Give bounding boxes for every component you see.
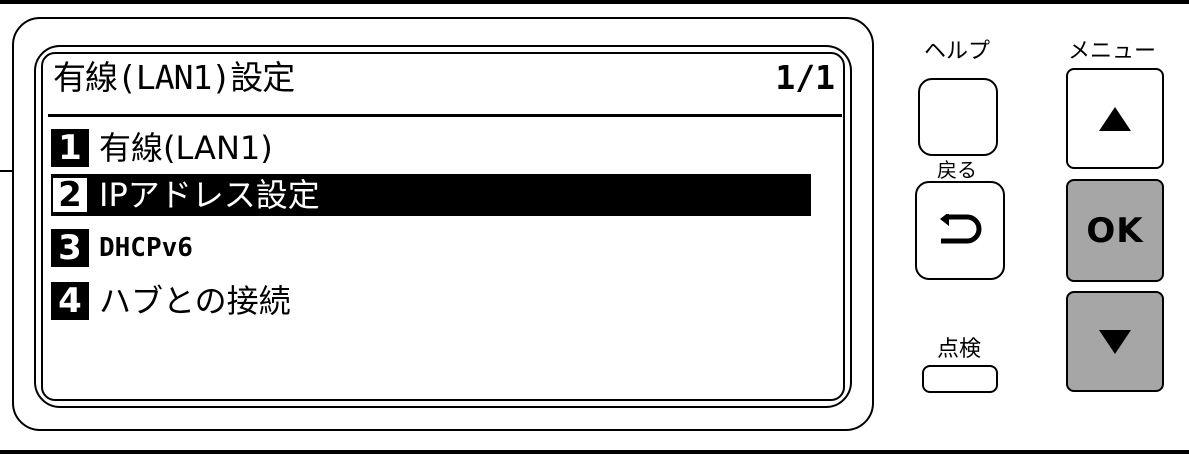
menu-item-wired-lan1[interactable]: 1 有線(LAN1) xyxy=(51,127,273,169)
top-border xyxy=(0,0,1189,4)
screen-title: 有線(LAN1)設定 xyxy=(53,58,295,97)
back-button[interactable] xyxy=(915,181,1005,280)
title-divider xyxy=(48,114,842,117)
page-indicator: 1/1 xyxy=(775,58,835,97)
menu-item-label: 有線(LAN1) xyxy=(99,129,273,167)
menu-item-hub-connection[interactable]: 4 ハブとの接続 xyxy=(51,280,291,322)
bottom-border xyxy=(0,450,1189,454)
lcd-bezel xyxy=(12,17,874,431)
up-button[interactable] xyxy=(1066,68,1164,169)
ok-button[interactable]: OK xyxy=(1066,179,1164,282)
menu-item-label: ハブとの接続 xyxy=(99,282,291,320)
up-triangle-icon xyxy=(1099,106,1131,131)
menu-item-label: DHCPv6 xyxy=(99,233,193,263)
menu-item-number: 4 xyxy=(51,282,89,320)
down-button[interactable] xyxy=(1066,291,1164,392)
menu-item-number: 1 xyxy=(51,129,89,167)
side-tick xyxy=(0,170,14,172)
menu-item-number: 3 xyxy=(51,229,89,267)
lcd-screen-frame xyxy=(34,45,852,408)
help-button[interactable] xyxy=(918,78,998,156)
lcd-screen xyxy=(41,52,845,401)
back-arrow-icon xyxy=(940,213,982,243)
back-caption: 戻る xyxy=(937,158,977,182)
menu-item-number: 2 xyxy=(53,178,87,212)
menu-item-dhcpv6[interactable]: 3 DHCPv6 xyxy=(51,227,193,269)
check-button[interactable] xyxy=(922,365,998,393)
down-triangle-icon xyxy=(1099,329,1131,354)
check-caption: 点検 xyxy=(936,337,981,362)
menu-item-label: IPアドレス設定 xyxy=(99,176,320,214)
help-caption: ヘルプ xyxy=(923,39,990,64)
menu-caption: メニュー xyxy=(1067,39,1156,64)
menu-item-ip-address-settings[interactable]: 2 IPアドレス設定 xyxy=(51,174,811,216)
ok-label: OK xyxy=(1086,210,1144,251)
